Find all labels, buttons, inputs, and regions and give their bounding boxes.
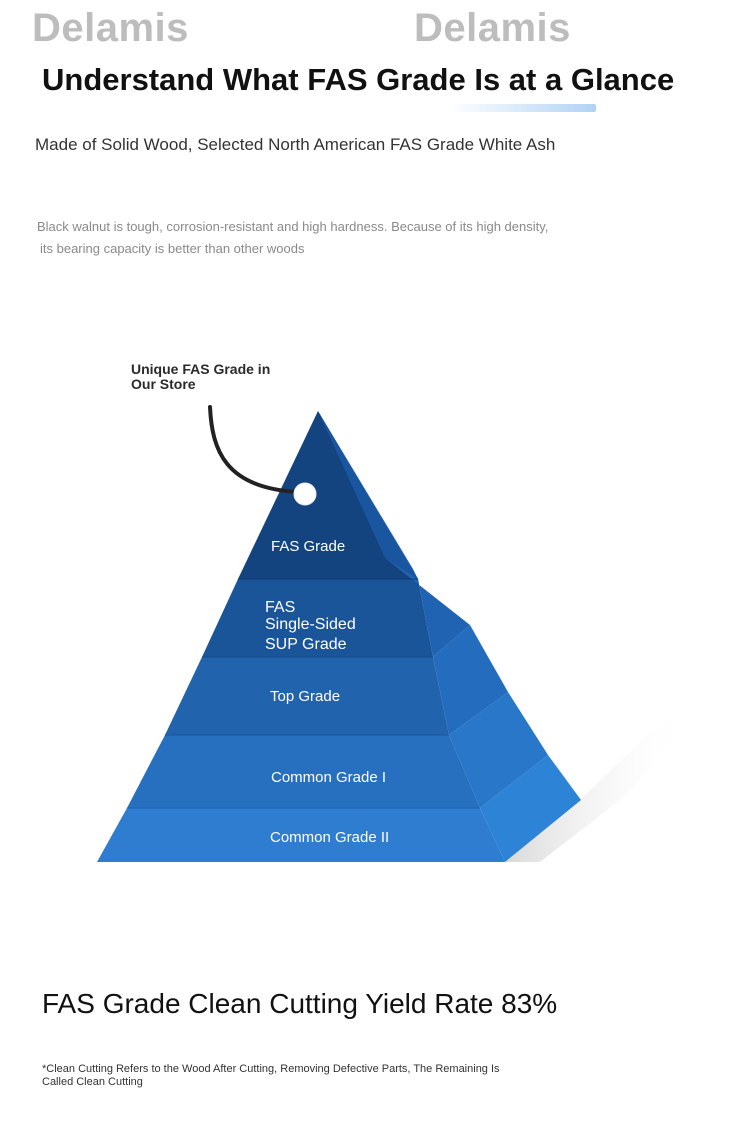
tier-label-fas-single-sided-sup: FAS Single-Sided SUP Grade <box>265 599 356 653</box>
yield-statement: FAS Grade Clean Cutting Yield Rate 83% <box>42 988 558 1019</box>
tier-label-line: SUP Grade <box>265 636 347 653</box>
pyramid-tier-sup-side <box>385 558 470 657</box>
description-line: Black walnut is tough, corrosion-resista… <box>37 219 549 234</box>
watermark-logo: Delamis <box>32 6 189 50</box>
tier-label-common-2: Common Grade II <box>270 829 390 846</box>
pyramid-tier-top-side <box>433 625 508 735</box>
pyramid-tier-common2-side <box>480 755 581 862</box>
callout-line: Unique FAS Grade in <box>131 361 271 377</box>
subheadline: Made of Solid Wood, Selected North Ameri… <box>35 135 556 154</box>
pyramid-tier-top-front <box>165 657 449 735</box>
footnote-line: *Clean Cutting Refers to the Wood After … <box>42 1063 500 1075</box>
pyramid-tier-fas-front <box>238 411 418 579</box>
pyramid-shadow <box>505 718 690 862</box>
grade-pyramid <box>97 405 690 862</box>
footnote-line: Called Clean Cutting <box>42 1076 143 1088</box>
footnote: *Clean Cutting Refers to the Wood After … <box>42 1063 562 1089</box>
tier-label-line: Single-Sided <box>265 616 356 633</box>
tier-label-top: Top Grade <box>270 688 341 705</box>
tier-label-common-1: Common Grade I <box>271 769 387 786</box>
callout-line: Our Store <box>131 376 196 392</box>
callout-leader-line <box>208 405 300 494</box>
callout-label: Unique FAS Grade in Our Store <box>131 362 301 392</box>
callout-marker <box>293 482 317 506</box>
pyramid-tier-common2-front <box>97 808 505 862</box>
pyramid-tier-sup-front <box>202 579 433 657</box>
watermark-logo: Delamis <box>414 6 571 50</box>
pyramid-tier-common1-front <box>127 735 480 808</box>
description-line: its bearing capacity is better than othe… <box>40 241 305 256</box>
title-highlight <box>448 104 596 112</box>
description: Black walnut is tough, corrosion-resista… <box>37 216 597 260</box>
tier-label-fas: FAS Grade <box>271 538 346 555</box>
page-title: Understand What FAS Grade Is at a Glance <box>42 62 675 97</box>
pyramid-tier-fas-side-lower <box>318 411 418 579</box>
pyramid-tier-common1-side <box>449 692 548 808</box>
tier-label-line: FAS <box>265 599 296 616</box>
